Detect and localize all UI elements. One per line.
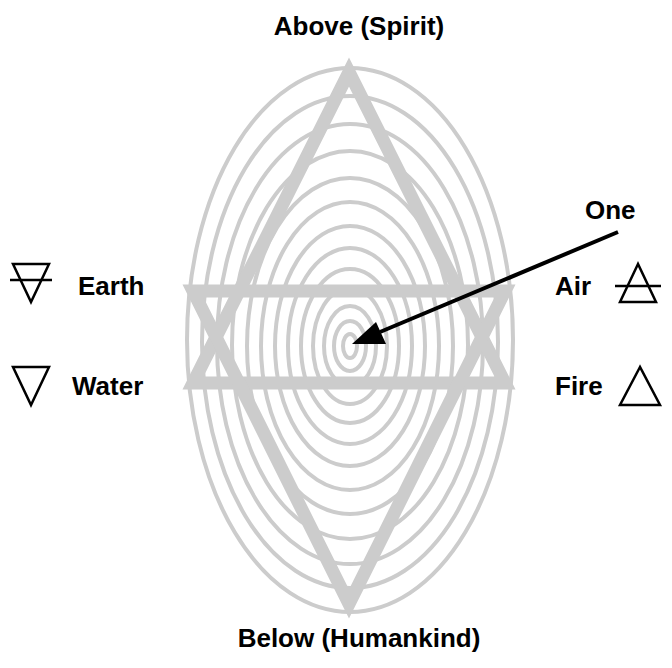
callout-label: One [585,196,636,225]
air-symbol [620,264,656,302]
fire-symbol [620,367,660,405]
top-label: Above (Spirit) [274,12,444,41]
element-label: Water [72,372,143,401]
air-symbol-bar [615,285,661,288]
earth-symbol-bar [10,279,52,282]
element-label: Earth [78,272,144,301]
element-symbols [10,264,661,405]
element-label: Air [555,272,591,301]
water-symbol [13,367,49,405]
hexagram [193,72,505,604]
spiral-rings [187,68,513,612]
leader-arrow [352,232,618,344]
bottom-label: Below (Humankind) [238,624,481,653]
earth-symbol [13,264,49,302]
element-label: Fire [555,372,603,401]
